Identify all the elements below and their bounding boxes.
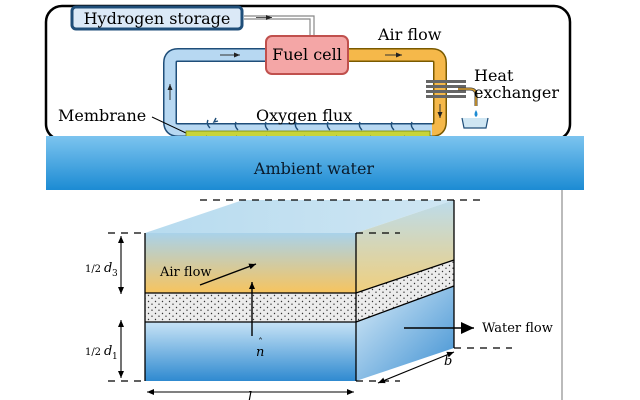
ambient-water-label: Ambient water (253, 159, 375, 178)
d3-subscript-label: 3 (112, 269, 118, 279)
membrane-leader (151, 116, 187, 134)
oxygen-flux-label: Oxygen flux (256, 106, 352, 125)
oxygen-flux-arrows (206, 117, 415, 131)
water-drop-icon (474, 110, 478, 117)
block-right-porous (356, 260, 454, 322)
block-edges (144, 200, 455, 381)
air-pipe-fill (348, 49, 446, 136)
heat-exchanger (426, 80, 489, 129)
front-liquid-layer (145, 322, 356, 381)
hydrogen-storage-label: Hydrogen storage (84, 9, 231, 28)
air-flow-arrow-bottom (199, 263, 257, 286)
fuel-cell-box (265, 35, 349, 75)
dashed-guides (108, 199, 512, 382)
d3-variable-label: d (104, 261, 112, 276)
block-top-face (145, 200, 454, 233)
normal-vector-label: n (256, 345, 264, 360)
depth-dimension-arrow (377, 351, 455, 384)
heat-label: Heat (474, 66, 514, 85)
system-panel: Hydrogen storage Fuel cell Air flow Heat… (44, 4, 572, 153)
front-air-layer (145, 233, 356, 293)
ambient-water (46, 136, 584, 190)
water-flow-label: Water flow (482, 321, 553, 336)
air-flow-label-top: Air flow (377, 25, 442, 44)
d3-half-label: 1/2 (85, 264, 101, 275)
collection-cup-icon (461, 117, 489, 129)
depth-label: b (444, 354, 452, 369)
normal-vector-hat: ˆ (258, 338, 263, 349)
membrane-label: Membrane (58, 106, 146, 125)
d1-subscript-label: 1 (112, 352, 118, 362)
d1-half-label: 1/2 (85, 347, 101, 358)
block-right-air (356, 200, 454, 293)
hydrogen-storage-box (70, 5, 244, 31)
length-label: l (248, 390, 252, 400)
fuel-cell-label: Fuel cell (272, 45, 342, 64)
exchanger-label: exchanger (474, 83, 559, 102)
front-porous-layer (145, 293, 356, 322)
air-flow-label-bottom: Air flow (159, 265, 212, 280)
channel-block (108, 199, 512, 382)
d1-variable-label: d (104, 344, 112, 359)
